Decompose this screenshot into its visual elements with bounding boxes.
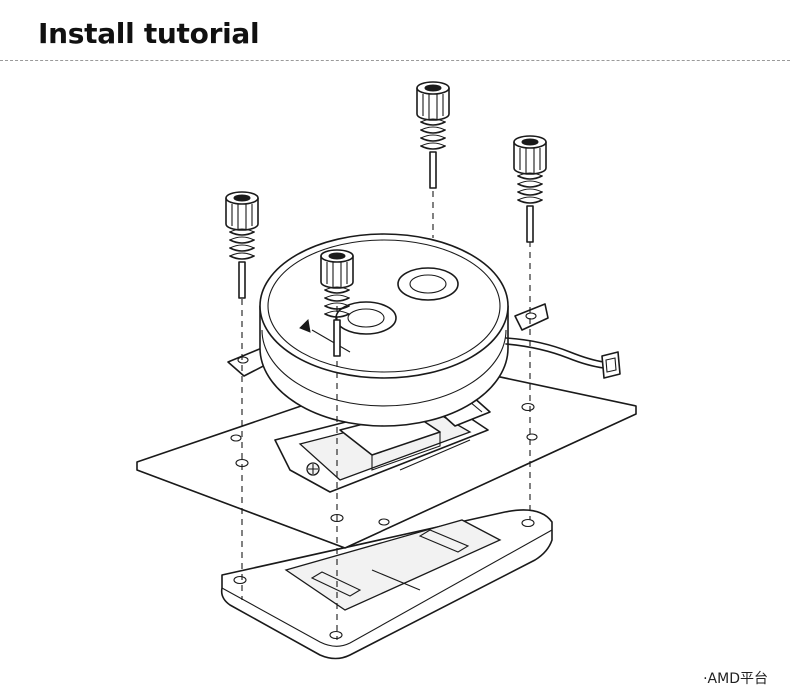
water-block	[259, 233, 509, 427]
platform-caption: ·AMD平台	[703, 671, 768, 687]
screw-left	[225, 191, 259, 299]
backplate	[220, 509, 553, 660]
page-title: Install tutorial	[38, 17, 260, 50]
screw-right	[513, 135, 547, 243]
alignment-lines	[241, 180, 531, 640]
rgb-cable	[505, 337, 621, 379]
title-divider	[0, 60, 790, 61]
screw-top	[416, 81, 450, 189]
